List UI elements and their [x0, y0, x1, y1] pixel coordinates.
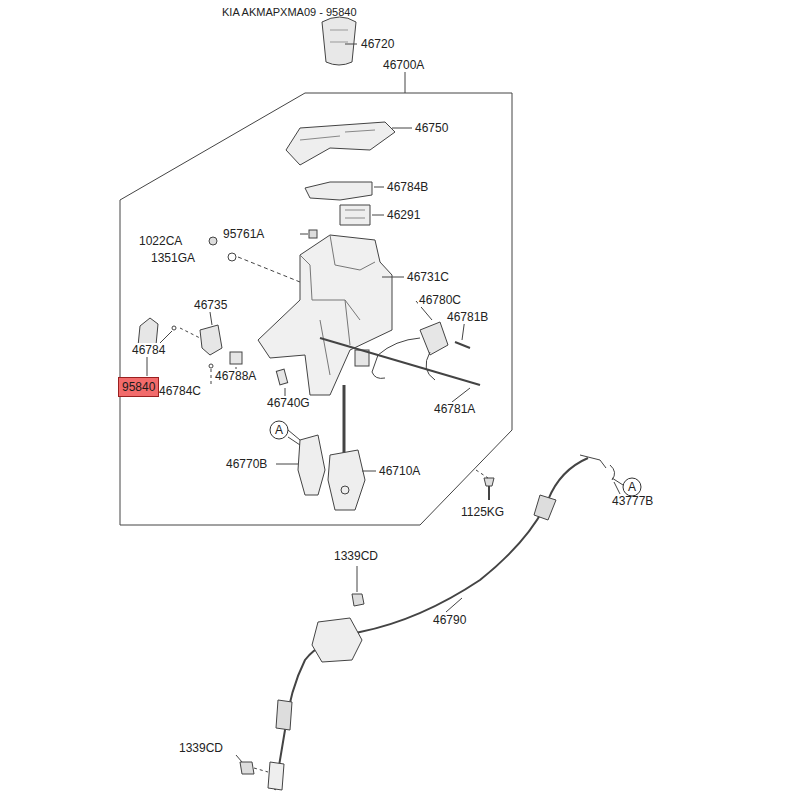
callout-number: 46784C [158, 384, 202, 398]
assembly-outline [120, 93, 512, 525]
callout-number: 46784B [386, 180, 429, 194]
callout-number: 1022CA [138, 234, 183, 248]
callout-number: 46784 [131, 343, 166, 357]
callout-number: 1339CD [178, 741, 224, 755]
callout-number: 1351GA [150, 251, 196, 265]
callout-number: 46780C [418, 293, 462, 307]
callout-number: 46291 [386, 208, 421, 222]
callout-number: 46731C [406, 270, 450, 284]
callout-number: 46710A [378, 464, 421, 478]
callout-letter: A [275, 423, 283, 437]
callout-number: 46788A [214, 369, 257, 383]
callout-number: 46781B [446, 310, 489, 324]
callout-number: 46790 [432, 613, 467, 627]
callout-number: 46735 [193, 298, 228, 312]
callout-number: 46781A [433, 402, 476, 416]
highlighted-part-box: 95840 [118, 377, 159, 397]
callout-number: 46700A [382, 58, 425, 72]
callout-number: 95840 [122, 380, 155, 394]
callout-number: 95761A [222, 227, 265, 241]
reference-circle: A [269, 420, 289, 440]
diagram-title: KIA AKMAPXMA09 - 95840 [222, 6, 357, 19]
callout-number: 46750 [414, 121, 449, 135]
callout-number: 46740G [266, 396, 311, 410]
callout-number: 46720 [360, 37, 395, 51]
callout-letter: A [628, 480, 636, 494]
callout-number: 46770B [225, 457, 268, 471]
reference-circle: A [622, 477, 642, 497]
callout-number: 1125KG [460, 505, 505, 519]
callout-number: 1339CD [333, 549, 379, 563]
